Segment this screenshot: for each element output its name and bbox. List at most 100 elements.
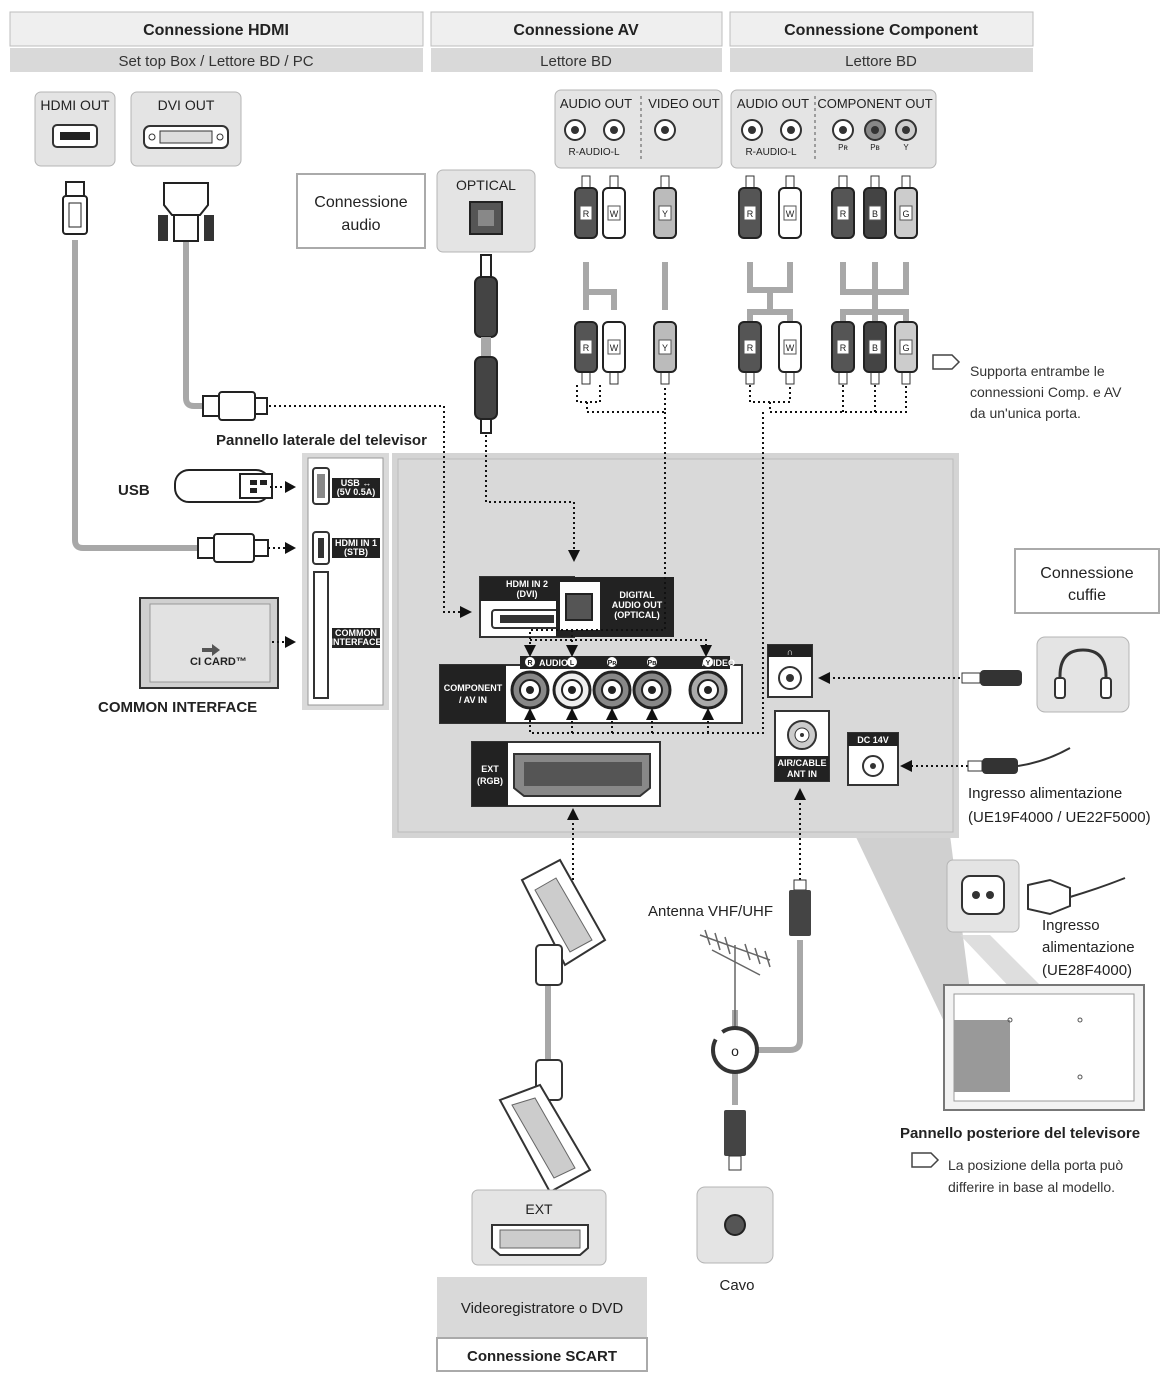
rca-plug: B xyxy=(863,321,887,385)
antenna-connector-top xyxy=(789,879,811,936)
rca-plug-letter: G xyxy=(902,209,909,219)
ext-socket: EXT xyxy=(471,1189,607,1266)
rca-plug-letter: B xyxy=(872,343,878,353)
component-jack-letter: Pʙ xyxy=(648,660,658,667)
tv-side-panel: USB ↔ (5V 0.5A) HDMI IN 1 (STB) COMMON I… xyxy=(302,453,389,710)
headphones-connection-box: Connessione cuffie xyxy=(1014,548,1160,614)
rca-plug: W xyxy=(602,321,626,385)
svg-text:AIR/CABLE: AIR/CABLE xyxy=(778,758,827,768)
hdmi-out-port: HDMI OUT xyxy=(34,91,116,167)
svg-text:DVI OUT: DVI OUT xyxy=(158,97,215,113)
av-out-port: AUDIO OUT VIDEO OUT R-AUDIO-L xyxy=(554,89,723,169)
header-av-subtitle: Lettore BD xyxy=(540,53,612,70)
rca-plug-letter: W xyxy=(786,343,795,353)
rca-plug: W xyxy=(602,175,626,239)
svg-text:Connessione: Connessione xyxy=(314,194,408,211)
rca-plug: Y xyxy=(653,321,677,385)
rca-plug: B xyxy=(863,175,887,239)
svg-text:(OPTICAL): (OPTICAL) xyxy=(614,610,660,620)
rear-panel-label: Pannello posteriore del televisore xyxy=(900,1125,1140,1142)
header-component-title: Connessione Component xyxy=(784,22,978,39)
svg-text:DIGITAL: DIGITAL xyxy=(619,590,655,600)
hdmi-plug-top xyxy=(62,181,88,235)
svg-text:Connessione SCART: Connessione SCART xyxy=(467,1348,617,1365)
svg-text:Ingresso: Ingresso xyxy=(1042,917,1100,934)
rca-plug: R xyxy=(574,321,598,385)
svg-text:Pʙ: Pʙ xyxy=(870,143,880,152)
svg-text:Connessione: Connessione xyxy=(1040,565,1134,582)
component-jack: L xyxy=(552,657,592,710)
svg-text:COMMON: COMMON xyxy=(335,628,377,638)
usb-label: USB xyxy=(118,482,150,499)
header-av-title: Connessione AV xyxy=(513,22,639,39)
svg-text:o: o xyxy=(731,1043,739,1059)
tv-back-illustration xyxy=(943,984,1145,1111)
svg-text:VIDEO OUT: VIDEO OUT xyxy=(648,96,720,111)
rca-plug-letter: Y xyxy=(662,343,668,353)
scart-connection-box: Videoregistratore o DVD Connessione SCAR… xyxy=(436,1277,648,1372)
rca-plug-letter: B xyxy=(872,209,878,219)
dc-power-plug xyxy=(967,747,1071,774)
rca-plug: R xyxy=(738,175,762,239)
component-jack: Pʀ xyxy=(592,657,632,710)
component-jack: Pʙ xyxy=(632,657,672,710)
cable-label: Cavo xyxy=(719,1277,754,1294)
power-socket xyxy=(946,859,1126,933)
svg-text:DC 14V: DC 14V xyxy=(857,735,889,745)
hdmi-plug-side xyxy=(197,533,269,563)
dvi-plug-top xyxy=(158,182,214,242)
svg-text:HDMI OUT: HDMI OUT xyxy=(40,97,110,113)
optical-plug xyxy=(474,254,498,434)
signal-lines xyxy=(268,385,968,890)
rca-plug-letter: R xyxy=(747,209,754,219)
svg-text:alimentazione: alimentazione xyxy=(1042,939,1135,956)
dvi-out-port: DVI OUT xyxy=(130,91,242,167)
svg-text:ANT IN: ANT IN xyxy=(787,769,817,779)
rca-plug: Y xyxy=(653,175,677,239)
svg-text:(DVI): (DVI) xyxy=(517,589,538,599)
svg-text:differire in base al modello.: differire in base al modello. xyxy=(948,1179,1115,1195)
rca-plug: R xyxy=(738,321,762,385)
note-rear: La posizione della porta può differire i… xyxy=(911,1152,1123,1195)
header-component: Connessione Component Lettore BD xyxy=(729,11,1034,72)
svg-text:COMPONENT OUT: COMPONENT OUT xyxy=(817,96,932,111)
component-jack-letter: Pʀ xyxy=(608,660,618,667)
antenna-splitter: o xyxy=(711,1026,759,1074)
usb-drive xyxy=(174,469,273,503)
component-jack: Y xyxy=(688,657,728,710)
svg-text:HDMI IN 2: HDMI IN 2 xyxy=(506,579,548,589)
antenna-connector-bottom xyxy=(724,1110,746,1171)
svg-text:Pʀ: Pʀ xyxy=(838,143,848,152)
svg-text:(UE28F4000): (UE28F4000) xyxy=(1042,962,1132,979)
tv-rear-panel: HDMI IN 2 (DVI) DIGITAL AUDIO OUT (OPTIC… xyxy=(392,453,959,838)
svg-text:Y: Y xyxy=(903,143,909,152)
optical-port: OPTICAL xyxy=(436,169,536,253)
header-hdmi-subtitle: Set top Box / Lettore BD / PC xyxy=(118,53,313,70)
scart-plug-top xyxy=(520,858,607,986)
header-hdmi-title: Connessione HDMI xyxy=(143,22,289,39)
svg-text:INTERFACE: INTERFACE xyxy=(330,637,381,647)
header-component-subtitle: Lettore BD xyxy=(845,53,917,70)
component-jack-letter: R xyxy=(527,660,532,667)
rca-plug: R xyxy=(831,175,855,239)
svg-text:R-AUDIO-L: R-AUDIO-L xyxy=(745,147,797,158)
svg-text:(RGB): (RGB) xyxy=(477,776,503,786)
svg-text:R-AUDIO-L: R-AUDIO-L xyxy=(568,147,620,158)
cables xyxy=(72,240,909,1105)
signal-arrows xyxy=(285,481,912,820)
svg-text:COMPONENT: COMPONENT xyxy=(444,683,503,693)
svg-text:audio: audio xyxy=(341,217,380,234)
rca-plug-letter: W xyxy=(610,343,619,353)
rca-plug: G xyxy=(894,175,918,239)
component-out-port: AUDIO OUT COMPONENT OUT R-AUDIO-L Pʀ Pʙ … xyxy=(730,89,937,169)
svg-text:connessioni Comp. e AV: connessioni Comp. e AV xyxy=(970,384,1122,400)
svg-text:(5V 0.5A): (5V 0.5A) xyxy=(337,487,376,497)
rca-plug-letter: R xyxy=(840,343,847,353)
svg-text:da un'unica porta.: da un'unica porta. xyxy=(970,405,1081,421)
svg-text:AUDIO OUT: AUDIO OUT xyxy=(737,96,809,111)
svg-text:Videoregistratore o DVD: Videoregistratore o DVD xyxy=(461,1300,623,1317)
svg-text:Supporta entrambe le: Supporta entrambe le xyxy=(970,363,1105,379)
rca-plug: R xyxy=(574,175,598,239)
